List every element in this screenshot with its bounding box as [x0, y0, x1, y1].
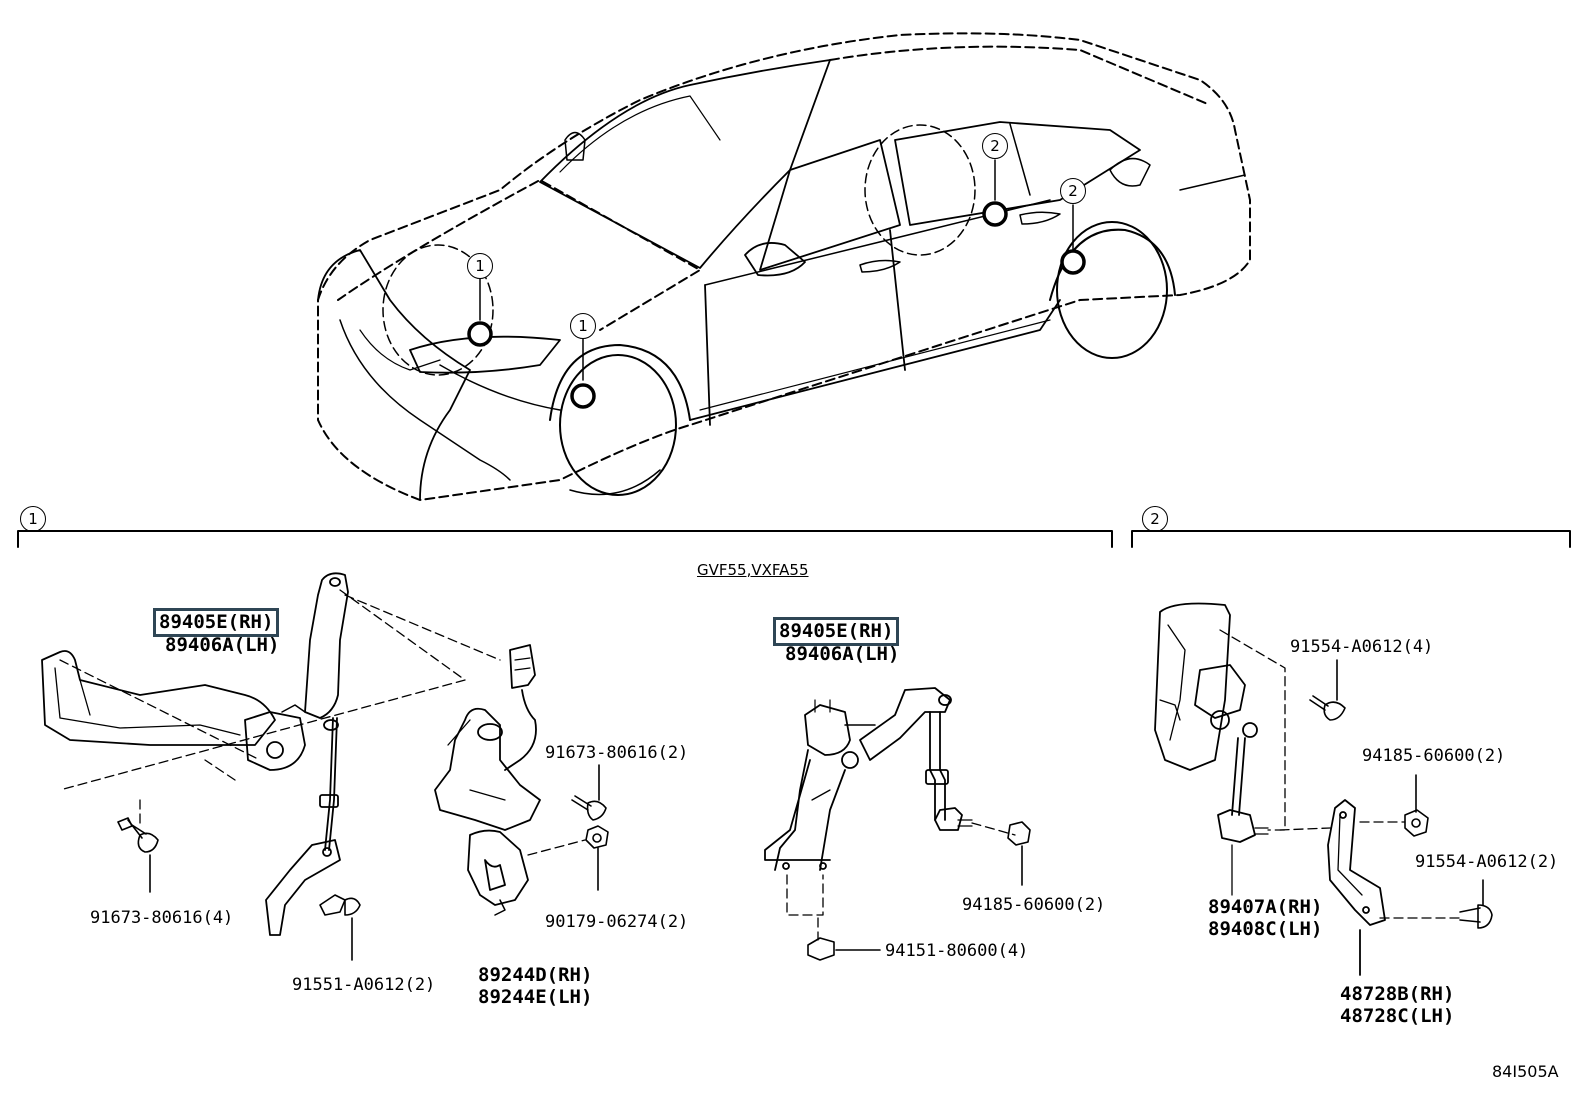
height-sensor-icon — [41, 572, 349, 936]
assembly-dashes-left — [59, 589, 501, 826]
callout-front-left: 1 — [467, 253, 493, 279]
nut-icon — [807, 937, 881, 961]
assembly-dashes-mid — [527, 839, 586, 856]
part-sensor-front-a-rh: 89405E(RH) — [152, 608, 280, 637]
part-nut-94185-b: 94185-60600(2) — [1362, 746, 1506, 766]
callout-leaders — [479, 159, 1074, 381]
part-nut-94151: 94151-80600(4) — [885, 941, 1029, 961]
actuator-icon — [434, 644, 541, 916]
section-brackets — [17, 530, 1571, 548]
part-bolt-91554-a: 91554-A0612(4) — [1290, 637, 1434, 657]
part-bracket-rear-rh: 48728B(RH) — [1340, 983, 1455, 1005]
section-1-number: 1 — [20, 506, 46, 532]
callout-front-right: 1 — [570, 313, 596, 339]
assembly-dashes-center — [786, 822, 1016, 941]
part-sensor-front-b-lh: 89406A(LH) — [785, 643, 900, 665]
callout-rear-right: 2 — [1060, 178, 1086, 204]
bracket-icon — [1327, 799, 1386, 976]
part-sensor-front-a-lh: 89406A(LH) — [165, 634, 280, 656]
part-bolt-91673-4: 91673-80616(4) — [90, 908, 234, 928]
part-sensor-rear-lh: 89408C(LH) — [1208, 918, 1323, 940]
nut-icon — [1007, 821, 1031, 886]
height-sensor-icon — [764, 687, 973, 871]
part-nut-90179: 90179-06274(2) — [545, 912, 689, 932]
car-outline-icon — [317, 32, 1251, 501]
figure-id: 84I505A — [1492, 1062, 1559, 1081]
sensor-location-markers — [467, 201, 1086, 409]
bolt-icon — [1309, 659, 1346, 721]
nut-icon — [1404, 774, 1429, 837]
part-bracket-rear-lh: 48728C(LH) — [1340, 1005, 1455, 1027]
bolt-icon — [1459, 879, 1493, 929]
part-actuator-lh: 89244E(LH) — [478, 986, 593, 1008]
assembly-dashes-rear — [1219, 629, 1461, 919]
part-bolt-91673-2: 91673-80616(2) — [545, 743, 689, 763]
bolt-icon — [117, 817, 159, 893]
part-bolt-91551: 91551-A0612(2) — [292, 975, 436, 995]
nut-icon — [585, 825, 609, 891]
part-bolt-91554-b: 91554-A0612(2) — [1415, 852, 1559, 872]
part-actuator-rh: 89244D(RH) — [478, 964, 593, 986]
bolt-icon — [319, 894, 361, 961]
part-sensor-rear-rh: 89407A(RH) — [1208, 896, 1323, 918]
bolt-icon — [571, 764, 607, 821]
model-note: GVF55,VXFA55 — [697, 561, 809, 579]
callout-rear-center: 2 — [982, 133, 1008, 159]
height-sensor-icon — [1154, 602, 1269, 843]
section-2-number: 2 — [1142, 506, 1168, 532]
part-nut-94185-a: 94185-60600(2) — [962, 895, 1106, 915]
part-sensor-front-b-rh: 89405E(RH) — [772, 617, 900, 646]
